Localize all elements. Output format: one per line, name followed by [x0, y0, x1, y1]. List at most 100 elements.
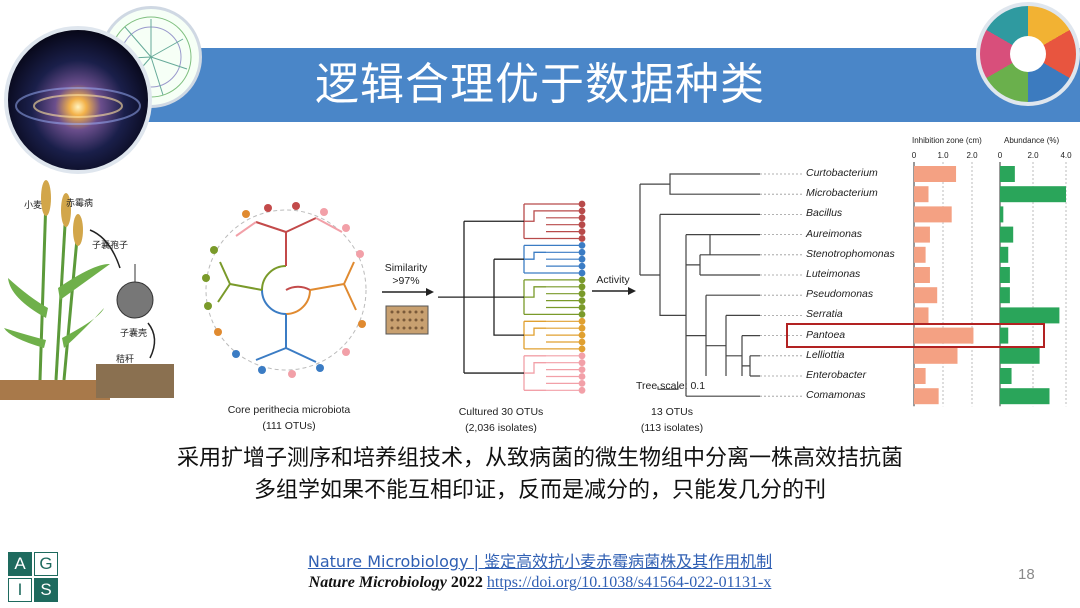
logo-letter-a: A	[8, 552, 32, 576]
cultured-panel-title: Cultured 30 OTUs	[458, 406, 544, 418]
cultured-leaf-node	[578, 269, 586, 277]
cultured-leaf-node	[578, 283, 586, 291]
species-label-comamonas: Comamonas	[806, 389, 866, 402]
cultured-clade	[523, 320, 546, 350]
cultured-leaf-node	[578, 214, 586, 222]
abundance-header: Abundance (%)	[1004, 136, 1059, 145]
cultured-leaf-node	[578, 207, 586, 215]
citation-doi-link[interactable]: https://doi.org/10.1038/s41564-022-01131…	[486, 574, 772, 591]
label-ascospore: 子囊孢子	[92, 240, 129, 250]
inhibition-bar-aureimonas	[914, 226, 930, 243]
tree-scale-label: Tree scale: 0.1	[636, 380, 706, 392]
cultured-panel-sub: (2,036 isolates)	[465, 422, 537, 434]
inhibition-bar-serratia	[914, 307, 929, 324]
activity-label: Activity	[596, 274, 630, 286]
cultured-leaf-node	[578, 276, 586, 284]
title-bar	[80, 48, 1080, 122]
cultured-leaf-node	[578, 290, 586, 298]
cultured-clade	[523, 279, 546, 316]
cultured-leaf-node	[578, 345, 586, 353]
cultured-clade	[523, 244, 546, 274]
core-panel-sub: (111 OTUs)	[262, 420, 316, 432]
species-label-microbacterium: Microbacterium	[806, 187, 878, 200]
cultured-leaf-node	[578, 221, 586, 229]
cultured-leaf-node	[578, 317, 586, 325]
abundance-bar-enterobacter	[1000, 368, 1012, 384]
logo-letter-s: S	[34, 578, 58, 602]
cultured-leaf-node	[578, 380, 586, 387]
cultured-backbone	[438, 220, 524, 374]
abundance-bar-lelliottia	[1000, 347, 1040, 364]
core-panel-title: Core perithecia microbiota	[227, 404, 351, 416]
similarity-label-2: >97%	[392, 275, 420, 287]
inhibition-bar-luteimonas	[914, 267, 930, 283]
cultured-clade	[523, 355, 546, 391]
inhibition-header: Inhibition zone (cm)	[912, 136, 982, 145]
abundance-bar-bacillus	[1000, 206, 1004, 223]
tree-branch	[706, 314, 760, 376]
cultured-leaf-node	[578, 235, 586, 242]
cultured-leaf-node	[578, 311, 586, 318]
agis-logo: A G I S	[8, 552, 60, 604]
abundance-tick-label: 0	[998, 151, 1003, 160]
slide-title: 逻辑合理优于数据种类	[315, 59, 765, 110]
tree-branch	[669, 173, 760, 195]
cultured-leaf-node	[578, 228, 586, 235]
inhibition-tick-label: 1.0	[937, 151, 949, 160]
inhibition-tick-label: 2.0	[966, 151, 978, 160]
species-label-enterobacter: Enterobacter	[806, 369, 867, 381]
tree-branch	[742, 355, 760, 377]
galaxy-image	[4, 26, 152, 174]
activity-arrow	[592, 287, 636, 295]
cultured-leaf-node	[578, 366, 586, 373]
species-label-lelliottia: Lelliottia	[806, 348, 845, 361]
logo-letter-i: I	[8, 578, 32, 602]
label-wheat: 小麦	[24, 200, 43, 210]
logo-letter-g: G	[34, 552, 58, 576]
cultured-leaf-node	[578, 324, 586, 332]
microbiome-wheel-image	[976, 2, 1080, 106]
abundance-bar-comamonas	[1000, 388, 1050, 405]
otus-panel-sub: (113 isolates)	[640, 422, 704, 434]
reference-link[interactable]: Nature Microbiology | 鉴定高效抗小麦赤霉病菌株及其作用机制	[307, 552, 773, 571]
citation-year: 2022	[450, 574, 483, 591]
inhibition-bar-enterobacter	[914, 368, 926, 384]
cultured-leaf-node	[578, 248, 586, 256]
similarity-arrow	[382, 288, 434, 335]
inhibition-bar-pantoea	[914, 327, 974, 344]
cultured-otu-tree	[438, 200, 586, 394]
core-microbiota-tree	[202, 202, 367, 378]
label-scab: 赤霉病	[66, 198, 94, 208]
species-label-curtobacterium: Curtobacterium	[806, 167, 878, 179]
species-label-stenotrophomonas: Stenotrophomonas	[806, 247, 895, 260]
species-label-bacillus: Bacillus	[806, 207, 843, 220]
tree-branch	[726, 335, 760, 376]
inhibition-tick-label: 0	[912, 151, 917, 160]
abundance-bar-microbacterium	[1000, 186, 1066, 203]
cultured-leaf-node	[578, 200, 586, 208]
cultured-leaf-node	[578, 304, 586, 311]
inhibition-bar-lelliottia	[914, 347, 958, 364]
abundance-tick-label: 4.0	[1060, 151, 1072, 160]
cultured-leaf-node	[578, 338, 586, 346]
species-label-serratia: Serratia	[806, 308, 843, 321]
abundance-bar-curtobacterium	[1000, 166, 1015, 182]
inhibition-bar-bacillus	[914, 206, 952, 223]
cultured-clade	[523, 203, 546, 240]
cultured-leaf-node	[578, 242, 586, 249]
cultured-leaf-node	[578, 262, 586, 270]
wheat-illustration	[0, 180, 174, 400]
tree-branch	[659, 213, 760, 316]
cultured-leaf-node	[578, 386, 586, 394]
abundance-bar-pseudomonas	[1000, 287, 1010, 304]
citation-journal: Nature Microbiology	[308, 574, 447, 591]
abundance-bar-stenotrophomonas	[1000, 246, 1009, 263]
abundance-bar-aureimonas	[1000, 226, 1014, 243]
caption-line-1: 采用扩增子测序和培养组技术，从致病菌的微生物组中分离一株高效拮抗菌	[176, 446, 903, 471]
species-label-pseudomonas: Pseudomonas	[806, 288, 874, 301]
inhibition-bar-pseudomonas	[914, 287, 938, 304]
caption-line-2: 多组学如果不能互相印证，反而是减分的，只能发几分的刊	[253, 478, 826, 503]
cultured-leaf-node	[578, 331, 586, 339]
inhibition-bar-comamonas	[914, 388, 939, 405]
